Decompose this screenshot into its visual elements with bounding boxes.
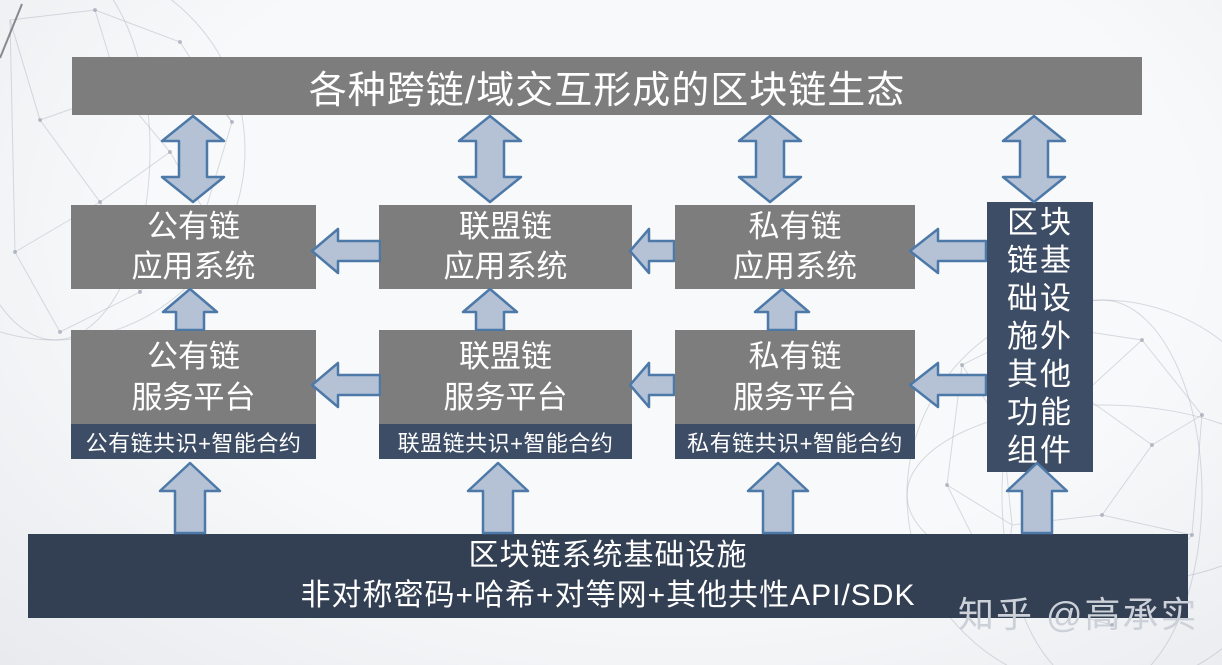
ecosystem-title-banner: 各种跨链/域交互形成的区块链生态 (72, 57, 1142, 115)
public-chain-platform-box: 公有链 服务平台 公有链共识+智能合约 (71, 330, 316, 459)
box-label-line: 服务平台 (733, 380, 857, 415)
consensus-footer: 联盟链共识+智能合约 (379, 424, 632, 459)
platform-box-main: 私有链 服务平台 (675, 330, 915, 424)
consensus-footer-text: 私有链共识+智能合约 (687, 430, 903, 456)
box-label-line: 私有链 (748, 339, 842, 374)
up-down-arrow-icon (737, 114, 803, 204)
network-globe-decoration-top-left (0, 0, 246, 341)
left-arrow-icon (629, 361, 675, 409)
left-arrow-icon (629, 227, 675, 275)
left-arrow-icon (909, 227, 987, 275)
left-arrow-icon (311, 227, 381, 275)
consortium-chain-app-box: 联盟链 应用系统 (379, 205, 632, 289)
box-label-line: 联盟链 (459, 339, 552, 374)
up-arrow-icon (753, 287, 811, 331)
box-label-line: 服务平台 (131, 380, 256, 415)
private-chain-app-box: 私有链 应用系统 (675, 205, 915, 289)
up-down-arrow-icon (1001, 114, 1067, 204)
public-chain-app-box: 公有链 应用系统 (71, 205, 316, 289)
up-down-arrow-icon (160, 114, 226, 204)
consensus-footer-text: 公有链共识+智能合约 (85, 430, 302, 456)
zhihu-author-watermark: 知乎 @高承实 (958, 594, 1199, 635)
rightcol-line: 组件 (1007, 433, 1073, 468)
up-arrow-icon (746, 461, 810, 535)
other-infrastructure-components-box: 区块 链基 础设 施外 其他 功能 组件 (987, 202, 1093, 472)
rightcol-line: 施外 (1007, 319, 1073, 354)
ecosystem-title-text: 各种跨链/域交互形成的区块链生态 (308, 69, 906, 112)
up-down-arrow-icon (457, 114, 523, 204)
up-arrow-icon (461, 287, 519, 331)
consensus-footer: 私有链共识+智能合约 (675, 424, 915, 459)
consensus-footer: 公有链共识+智能合约 (71, 424, 316, 459)
rightcol-line: 区块 (1007, 205, 1073, 240)
infrastructure-bar: 区块链系统基础设施 非对称密码+哈希+对等网+其他共性API/SDK (28, 534, 1188, 618)
consortium-chain-platform-box: 联盟链 服务平台 联盟链共识+智能合约 (379, 330, 632, 459)
rightcol-line: 链基 (1007, 243, 1073, 278)
infrastructure-title: 区块链系统基础设施 (468, 539, 748, 572)
box-label-line: 服务平台 (443, 380, 568, 415)
box-label-line: 应用系统 (733, 249, 857, 284)
infrastructure-components: 非对称密码+哈希+对等网+其他共性API/SDK (300, 579, 916, 612)
box-label-line: 应用系统 (131, 249, 256, 284)
box-label-line: 公有链 (147, 339, 240, 374)
platform-box-main: 公有链 服务平台 (71, 330, 316, 424)
consensus-footer-text: 联盟链共识+智能合约 (397, 430, 614, 456)
left-arrow-icon (311, 361, 381, 409)
box-label-line: 公有链 (147, 209, 240, 244)
up-arrow-icon (158, 461, 222, 535)
rightcol-line: 础设 (1007, 281, 1073, 316)
box-label-line: 应用系统 (443, 249, 568, 284)
box-label-line: 联盟链 (459, 209, 552, 244)
up-arrow-icon (161, 287, 219, 331)
up-arrow-icon (1005, 461, 1069, 535)
rightcol-line: 其他 (1007, 357, 1073, 392)
left-arrow-icon (909, 361, 987, 409)
platform-box-main: 联盟链 服务平台 (379, 330, 632, 424)
up-arrow-icon (466, 461, 530, 535)
box-label-line: 私有链 (748, 209, 842, 244)
private-chain-platform-box: 私有链 服务平台 私有链共识+智能合约 (675, 330, 915, 459)
rightcol-line: 功能 (1007, 395, 1073, 430)
